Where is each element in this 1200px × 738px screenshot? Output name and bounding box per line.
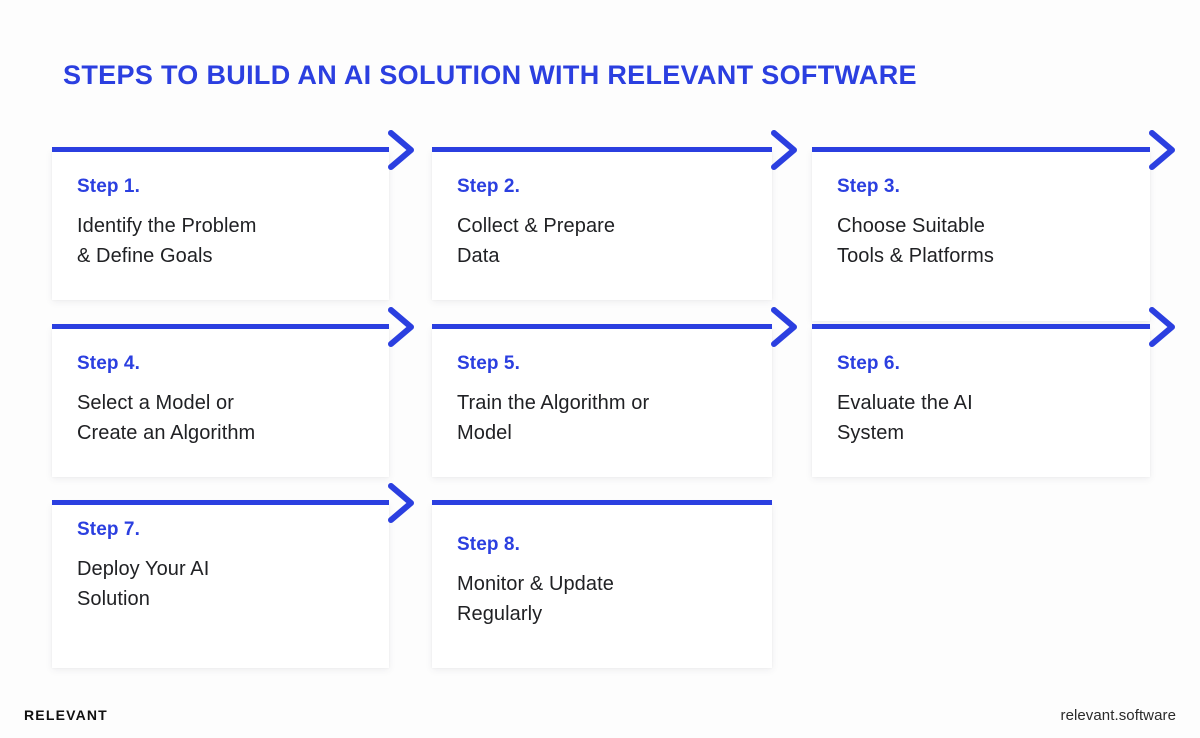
card-surface [432, 327, 772, 477]
step-description: Collect & Prepare Data [457, 215, 616, 268]
arrow-shaft [432, 500, 772, 505]
step-description: Identify the Problem & Define Goals [77, 215, 257, 268]
arrow-shaft [52, 324, 389, 329]
step-number-label: Step 2. [457, 176, 520, 197]
step-description: Train the Algorithm or Model [457, 392, 650, 445]
arrow-shaft [52, 147, 389, 152]
card-surface [812, 327, 1150, 477]
chevron-right-arrow-icon [769, 306, 803, 348]
arrow-shaft [812, 324, 1150, 329]
step-card-8: Step 8. Monitor & Update Regularly [432, 500, 772, 668]
step-number-label: Step 7. [77, 519, 140, 540]
chevron-right-arrow-icon [386, 129, 420, 171]
step-card-1: Step 1. Identify the Problem & Define Go… [52, 130, 414, 300]
arrow-shaft [432, 324, 772, 329]
step-number-label: Step 6. [837, 353, 900, 374]
arrow-shaft [812, 147, 1150, 152]
step-description: Evaluate the AI System [837, 392, 973, 445]
step-card-4: Step 4. Select a Model or Create an Algo… [52, 307, 414, 477]
card-surface [812, 150, 1150, 321]
step-number-label: Step 8. [457, 534, 520, 555]
card-surface [52, 503, 389, 668]
card-surface [52, 327, 389, 477]
step-number-label: Step 1. [77, 176, 140, 197]
footer-website-url: relevant.software [1060, 707, 1176, 724]
step-description: Select a Model or Create an Algorithm [77, 392, 256, 445]
chevron-right-arrow-icon [386, 482, 420, 524]
footer-brand-logo: RELEVANT [24, 707, 108, 723]
arrow-shaft [52, 500, 389, 505]
chevron-right-arrow-icon [386, 306, 420, 348]
step-number-label: Step 5. [457, 353, 520, 374]
arrow-shaft [432, 147, 772, 152]
step-card-2: Step 2. Collect & Prepare Data [432, 130, 797, 300]
chevron-right-arrow-icon [1147, 306, 1181, 348]
step-card-5: Step 5. Train the Algorithm or Model [432, 307, 797, 477]
step-number-label: Step 4. [77, 353, 140, 374]
step-description: Monitor & Update Regularly [457, 573, 614, 626]
page-title: Steps to Build an AI Solution With Relev… [63, 60, 917, 91]
chevron-right-arrow-icon [1147, 129, 1181, 171]
card-surface [52, 150, 389, 300]
step-card-6: Step 6. Evaluate the AI System [812, 307, 1175, 477]
step-description: Deploy Your AI Solution [77, 558, 210, 611]
chevron-right-arrow-icon [769, 129, 803, 171]
card-surface [432, 503, 772, 668]
step-number-label: Step 3. [837, 176, 900, 197]
step-card-7: Step 7. Deploy Your AI Solution [52, 483, 414, 668]
card-surface [432, 150, 772, 300]
step-card-3: Step 3. Choose Suitable Tools & Platform… [812, 130, 1175, 321]
step-description: Choose Suitable Tools & Platforms [837, 215, 994, 268]
